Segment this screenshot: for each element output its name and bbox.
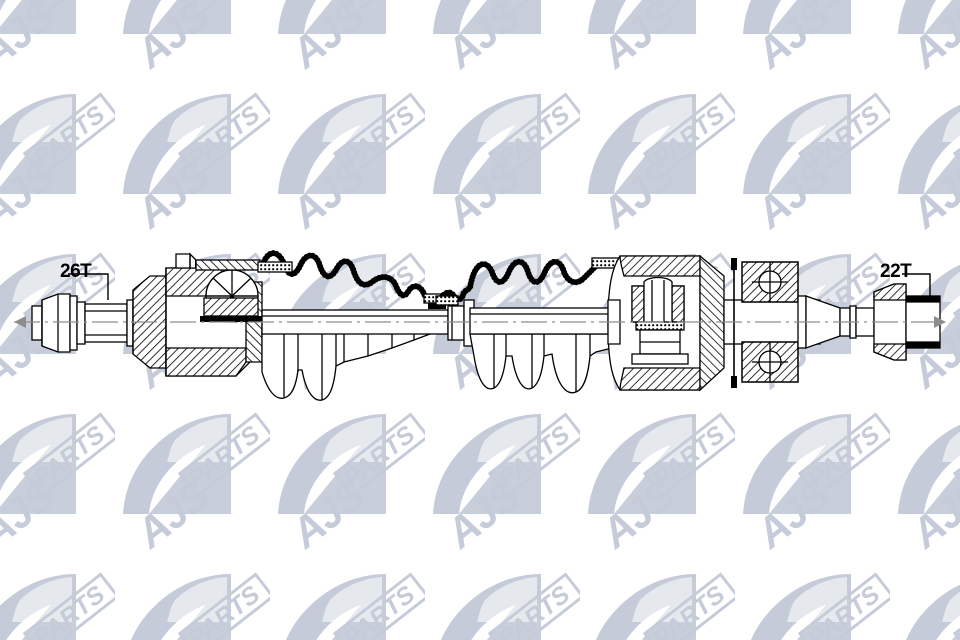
right-spline-count-label: 22T: [880, 261, 912, 282]
left-spline-count-label: 26T: [60, 261, 92, 282]
